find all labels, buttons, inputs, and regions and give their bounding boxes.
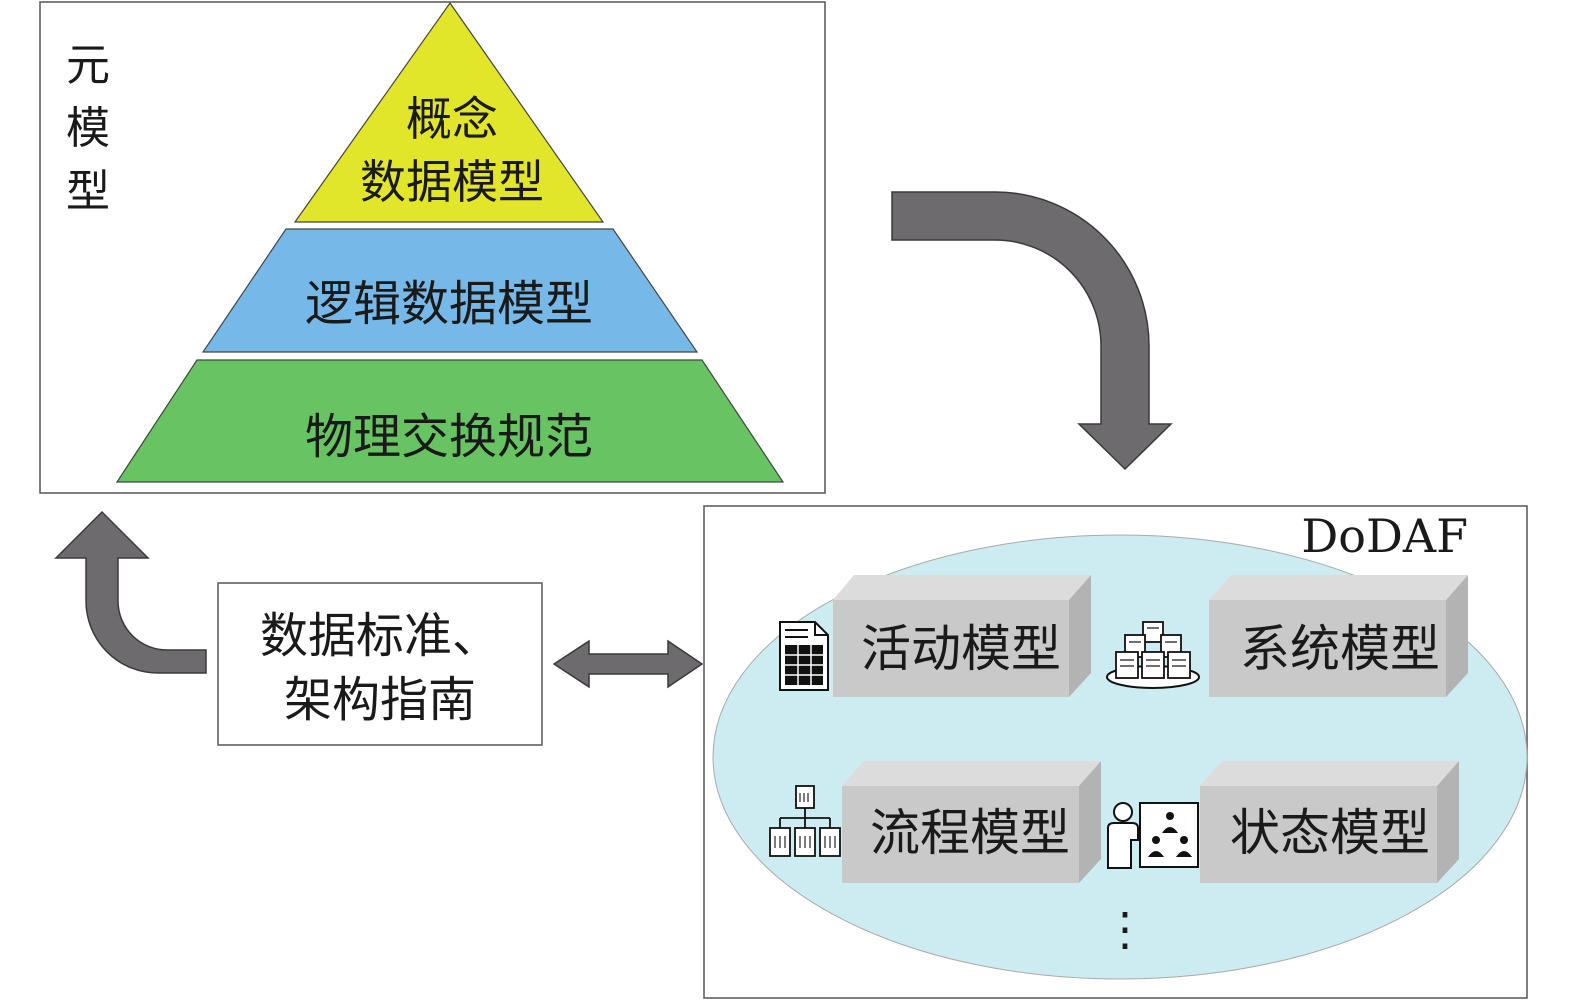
box-top xyxy=(1209,575,1468,600)
model-box-activity: 活动模型 xyxy=(833,575,1091,697)
curved-arrow-down-right xyxy=(891,191,1173,471)
pyramid-bottom-layer xyxy=(115,359,785,483)
model-box-process: 流程模型 xyxy=(842,761,1101,883)
model-label: 状态模型 xyxy=(1230,804,1430,862)
org-chart-icon xyxy=(769,785,841,857)
dodaf-panel: DoDAF 活动模型 系统模型 流程模型 状态模型 xyxy=(703,505,1528,999)
box-side xyxy=(1079,761,1101,883)
box-face xyxy=(833,600,1069,697)
side-label-char: 模 xyxy=(66,103,110,154)
standards-box: 数据标准、 架构指南 xyxy=(217,582,543,746)
model-box-state: 状态模型 xyxy=(1200,761,1459,883)
spreadsheet-icon xyxy=(779,621,829,691)
pyramid-top-layer xyxy=(293,1,605,223)
model-box-system: 系统模型 xyxy=(1209,575,1468,697)
box-face xyxy=(842,786,1079,883)
box-top xyxy=(842,761,1101,786)
model-label: 活动模型 xyxy=(861,620,1061,678)
box-face xyxy=(1209,600,1446,697)
dodaf-title: DoDAF xyxy=(1301,509,1468,563)
box-top xyxy=(833,575,1091,600)
side-label-char: 型 xyxy=(66,166,110,217)
double-arrow xyxy=(552,639,704,689)
box-top xyxy=(1200,761,1459,786)
pyramid-bottom-label: 物理交换规范 xyxy=(305,409,593,465)
pyramid-top-label-line2: 数据模型 xyxy=(360,155,544,209)
continuation-ellipsis: ⋮ xyxy=(1102,902,1148,956)
meta-model-panel: 元 模 型 概念 数据模型 逻辑数据模型 物理交换规范 xyxy=(39,1,826,494)
model-label: 流程模型 xyxy=(870,804,1070,862)
box-side xyxy=(1446,575,1468,697)
server-cluster-icon xyxy=(1106,621,1200,689)
standards-label-line2: 架构指南 xyxy=(284,672,476,728)
box-side xyxy=(1069,575,1091,697)
curved-arrow-up-left xyxy=(54,510,207,674)
presenter-icon xyxy=(1107,802,1199,869)
standards-frame xyxy=(217,582,543,746)
pyramid-top-label-line1: 概念 xyxy=(406,92,498,146)
standards-label-line1: 数据标准、 xyxy=(260,608,500,664)
side-label-char: 元 xyxy=(66,40,110,91)
pyramid-middle-label: 逻辑数据模型 xyxy=(305,276,593,332)
box-side xyxy=(1437,761,1459,883)
box-face xyxy=(1200,786,1437,883)
model-label: 系统模型 xyxy=(1240,620,1440,678)
pyramid-middle-layer xyxy=(201,228,699,353)
